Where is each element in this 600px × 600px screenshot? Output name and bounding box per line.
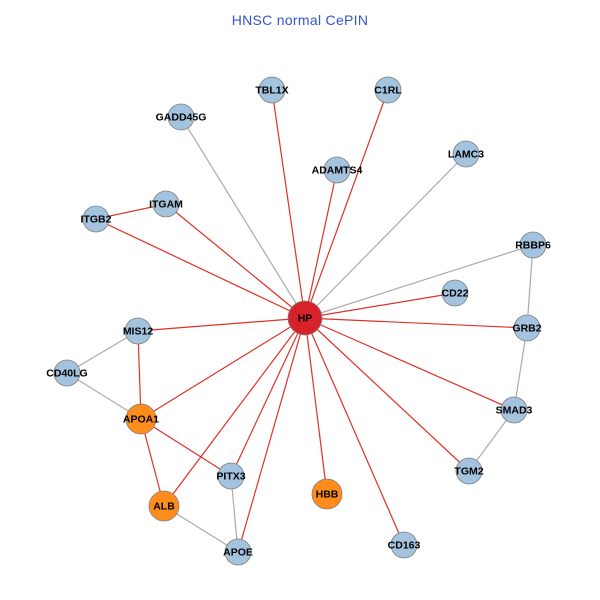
edge-HP-ITGAM — [165, 203, 306, 319]
node-CD40LG[interactable] — [53, 359, 81, 387]
edge-HP-APOE — [237, 317, 306, 553]
node-C1RL[interactable] — [374, 76, 402, 104]
node-APOA1[interactable] — [125, 403, 157, 435]
edge-HP-TGM2 — [304, 317, 470, 472]
edge-HP-ALB — [163, 317, 306, 507]
edge-HP-APOA1 — [140, 317, 306, 420]
edge-HP-SMAD3 — [304, 317, 515, 411]
node-CD163[interactable] — [390, 531, 418, 559]
node-ITGB2[interactable] — [82, 205, 110, 233]
node-SMAD3[interactable] — [500, 396, 528, 424]
edge-HP-CD163 — [304, 317, 405, 546]
edge-HP-RBBP6 — [304, 244, 534, 319]
edge-HP-C1RL — [304, 89, 389, 319]
edges-layer — [66, 89, 534, 553]
edge-HP-ADAMTS4 — [304, 169, 338, 319]
edge-HP-LAMC3 — [304, 153, 467, 319]
edge-HP-GADD45G — [180, 116, 306, 319]
edge-HP-GRB2 — [304, 317, 528, 329]
node-GADD45G[interactable] — [167, 103, 195, 131]
node-ITGAM[interactable] — [152, 190, 180, 218]
node-CD22[interactable] — [441, 279, 469, 307]
edge-MIS12-CD40LG — [66, 330, 139, 374]
node-ALB[interactable] — [148, 490, 180, 522]
plot-title: HNSC normal CePIN — [231, 12, 369, 28]
node-RBBP6[interactable] — [519, 231, 547, 259]
node-APOE[interactable] — [224, 538, 252, 566]
node-GRB2[interactable] — [513, 314, 541, 342]
node-ADAMTS4[interactable] — [323, 156, 351, 184]
nodes-layer — [53, 76, 547, 566]
node-HP[interactable] — [287, 300, 323, 336]
node-TGM2[interactable] — [455, 457, 483, 485]
edge-HP-MIS12 — [137, 317, 306, 332]
edge-APOA1-PITX3 — [140, 418, 232, 477]
edge-HP-PITX3 — [230, 317, 306, 477]
node-TBL1X[interactable] — [258, 76, 286, 104]
node-HBB[interactable] — [311, 478, 343, 510]
edge-HP-HBB — [304, 317, 328, 495]
node-MIS12[interactable] — [124, 317, 152, 345]
edge-GRB2-SMAD3 — [513, 327, 528, 411]
node-PITX3[interactable] — [217, 462, 245, 490]
edge-HP-TBL1X — [271, 89, 306, 319]
node-LAMC3[interactable] — [452, 140, 480, 168]
edge-HP-CD22 — [304, 292, 456, 319]
edge-HP-ITGB2 — [95, 218, 306, 319]
edge-RBBP6-GRB2 — [526, 244, 534, 329]
